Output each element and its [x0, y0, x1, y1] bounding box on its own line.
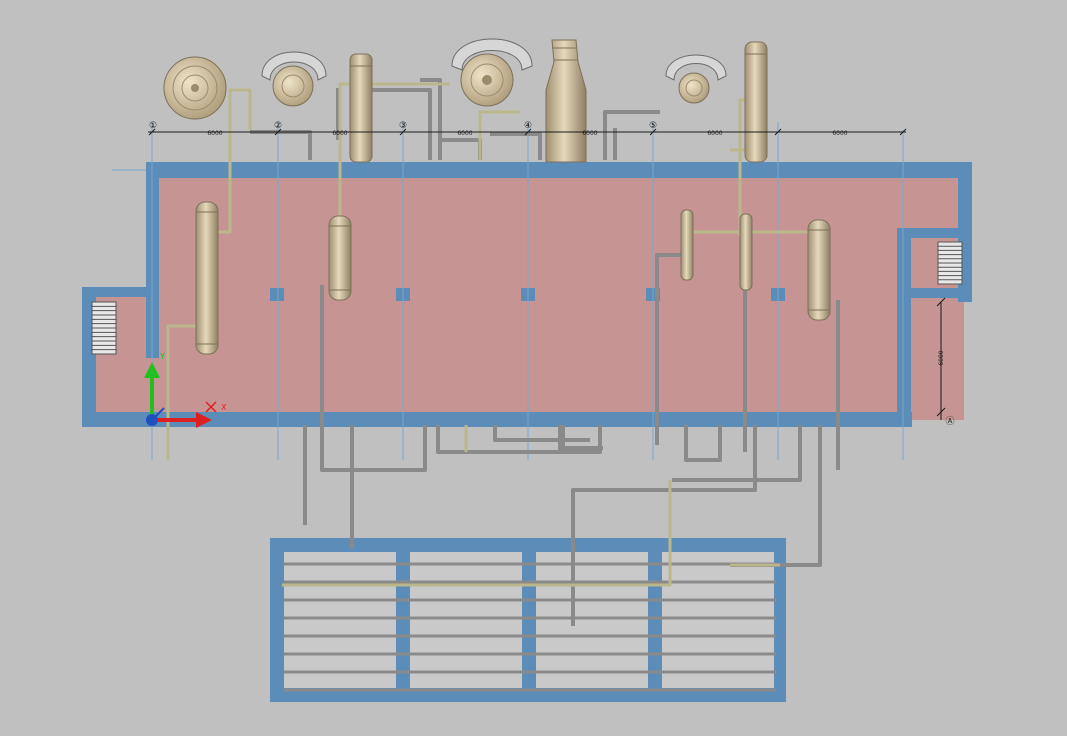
tank-cell [410, 552, 522, 688]
tank-cell [662, 552, 774, 688]
dimension-text: 6000 [707, 130, 722, 137]
pipe [338, 82, 450, 232]
pipe [571, 425, 757, 626]
dimension-text: 6000 [207, 130, 222, 137]
dimension-text: 6000 [332, 130, 347, 137]
wall-east-lower[interactable] [897, 238, 911, 427]
wall-east-annex-top[interactable] [897, 228, 967, 238]
blower-unit[interactable] [261, 51, 327, 107]
blower-unit[interactable] [665, 54, 727, 104]
tank-cell [536, 552, 648, 688]
ucs-y-label: Y [159, 352, 165, 361]
pipe [438, 138, 482, 160]
pipe [655, 253, 685, 445]
grid-lines [112, 122, 904, 460]
pipe [166, 324, 200, 460]
stack-tower[interactable] [349, 53, 373, 163]
wall-east-annex-bottom[interactable] [910, 288, 972, 298]
pipe [282, 480, 672, 587]
ucs-origin [146, 414, 158, 426]
wall-south[interactable] [82, 412, 912, 427]
pipe [218, 88, 252, 234]
vertical-vessel[interactable] [328, 215, 352, 301]
dimension-text: 6000 [457, 130, 472, 137]
dimension-text: 6000 [832, 130, 847, 137]
pipe [603, 110, 660, 160]
stair-east[interactable] [937, 241, 963, 285]
pipe [684, 425, 722, 462]
pipe [250, 130, 312, 160]
pipe [436, 425, 602, 454]
grid-axis-label[interactable]: ① [149, 121, 157, 131]
pipe [320, 285, 427, 472]
grid-axis-label[interactable]: ③ [399, 121, 407, 131]
grid-axis-label[interactable]: Ⓐ [945, 416, 954, 427]
grid-axis-labels[interactable]: ① ② ③ ④ ⑤ Ⓐ [149, 121, 955, 427]
stack-tower[interactable] [744, 41, 768, 163]
grid-axis-label[interactable]: ④ [524, 121, 532, 131]
column[interactable] [270, 288, 284, 301]
ucs-x-label: X [221, 403, 227, 412]
pipe [493, 425, 590, 442]
stack-tower[interactable] [545, 39, 587, 163]
blower-unit[interactable] [451, 38, 533, 107]
equipment[interactable] [163, 38, 831, 355]
grid-axis-label[interactable]: ⑤ [649, 121, 657, 131]
stair-west[interactable] [91, 301, 117, 355]
grid-axis-label[interactable]: ② [274, 121, 282, 131]
dimension-lines[interactable]: 6000 6000 6000 6000 6000 6000 6000 [148, 128, 946, 420]
tank-cell [284, 552, 396, 688]
lower-tank-structure[interactable] [270, 538, 786, 702]
pipe [490, 132, 542, 160]
pipe [420, 78, 442, 160]
dimension-text: 6000 [582, 130, 597, 137]
vertical-vessel[interactable] [195, 201, 219, 355]
tank-distribution-pipes[interactable] [284, 562, 776, 692]
ucs-icon[interactable]: X Y [144, 352, 227, 428]
vertical-vessel[interactable] [807, 219, 831, 321]
wall-north[interactable] [146, 162, 972, 178]
pipe [672, 425, 802, 482]
pipe [478, 110, 520, 160]
pipe [561, 425, 603, 450]
wall-west-annex-top[interactable] [82, 287, 146, 297]
dimension-text: 6000 [938, 350, 945, 365]
spherical-tank[interactable] [163, 56, 227, 120]
vertical-vessel[interactable] [680, 209, 694, 281]
vertical-vessel[interactable] [739, 213, 753, 291]
olive-piping[interactable] [166, 82, 820, 587]
